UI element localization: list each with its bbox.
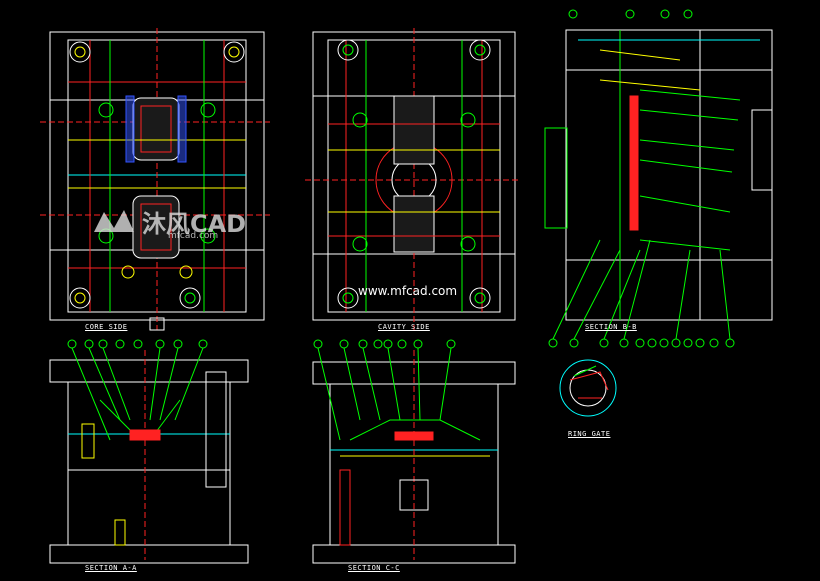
watermark-brand: 沐风CAD [142,210,247,238]
watermark-sub: mfcad.com [168,231,219,241]
section-cc-view [312,339,516,564]
ring-gate-title: RING GATE [568,430,611,438]
section-aa-view [49,339,249,564]
cavity-side-title: CAVITY SIDE [378,323,430,331]
core-side-plan-view [40,28,270,331]
cavity-side-plan-view [305,28,520,330]
watermark-logo [94,210,134,232]
section-cc-title: SECTION C-C [348,564,400,572]
core-side-title: CORE SIDE [85,323,128,331]
section-aa-title: SECTION A-A [85,564,137,572]
watermark-url: www.mfcad.com [358,284,458,298]
section-bb-view [544,9,773,348]
section-bb-title: SECTION B-B [585,323,637,331]
ring-gate-detail [559,359,617,417]
